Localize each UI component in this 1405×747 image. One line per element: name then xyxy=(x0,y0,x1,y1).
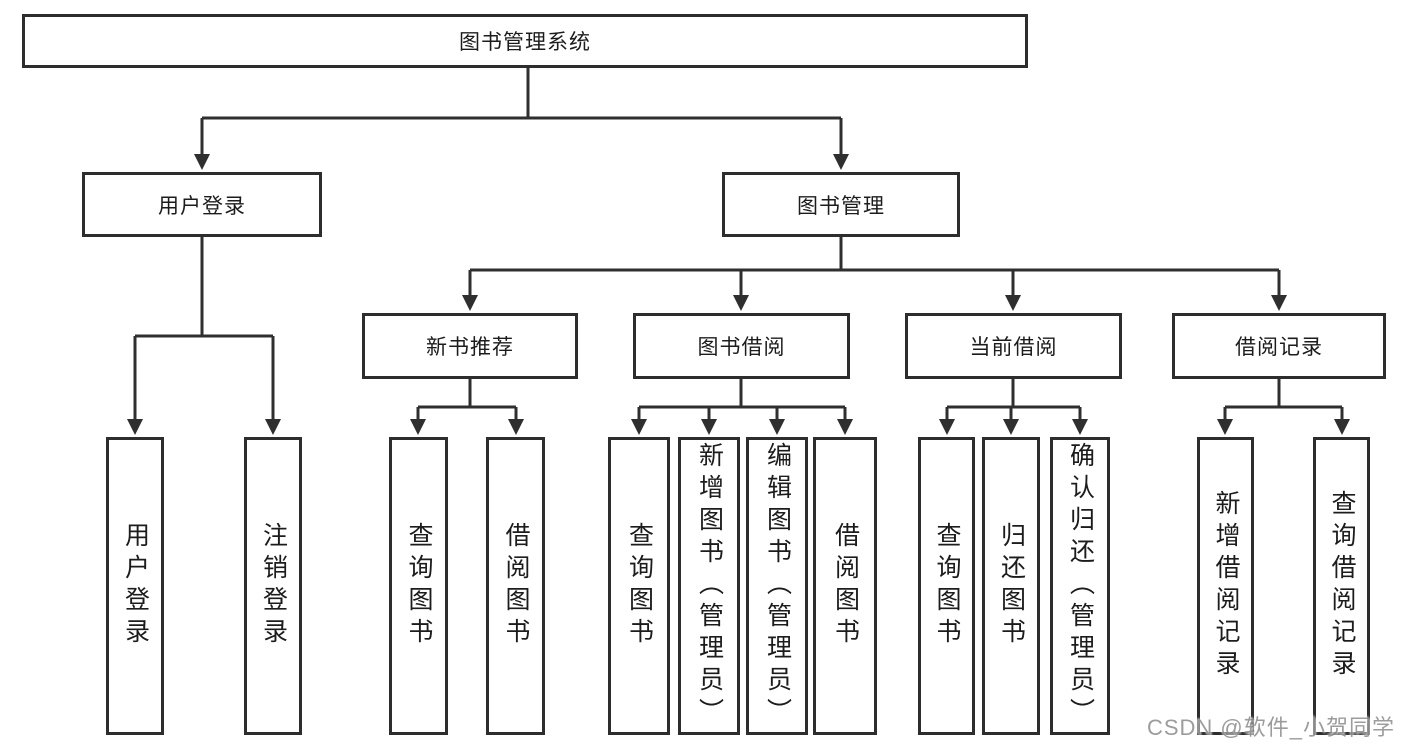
node-label: 查询图书 xyxy=(933,522,961,650)
node-label: 图书借阅 xyxy=(697,336,786,359)
arrow-down-icon xyxy=(701,419,717,435)
node-label: 查询借阅记录 xyxy=(1328,490,1356,682)
node-label: 当前借阅 xyxy=(969,336,1058,359)
connector-book-borrowing-children xyxy=(637,379,847,421)
arrow-down-icon xyxy=(1217,419,1233,435)
node-book-borrowing: 图书借阅 xyxy=(633,313,850,379)
arrow-down-icon xyxy=(837,419,853,435)
leaf-add-book-admin: 新增图书（管理员） xyxy=(678,437,740,735)
node-label: 用户登录 xyxy=(121,522,150,650)
arrow-down-icon xyxy=(1003,419,1019,435)
node-label: 图书管理系统 xyxy=(459,31,591,54)
arrow-down-icon xyxy=(410,419,426,435)
arrow-down-icon xyxy=(1334,419,1350,435)
connector-root-to-level2 xyxy=(200,68,843,156)
node-label: 查询图书 xyxy=(405,522,433,650)
leaf-add-borrowing-record: 新增借阅记录 xyxy=(1197,437,1254,735)
node-label: 借阅图书 xyxy=(831,522,860,650)
connector-user-login-children xyxy=(133,237,275,420)
node-label: 借阅记录 xyxy=(1235,336,1323,359)
leaf-confirm-return-admin: 确认归还（管理员） xyxy=(1050,437,1110,735)
connector-book-management-children xyxy=(468,237,1281,297)
arrow-down-icon xyxy=(462,295,478,311)
node-label: 新增图书（管理员） xyxy=(695,442,724,730)
leaf-query-books-current: 查询图书 xyxy=(918,437,975,735)
arrow-down-icon xyxy=(631,419,647,435)
arrow-down-icon xyxy=(1005,295,1021,311)
arrow-down-icon xyxy=(733,295,749,311)
node-book-management: 图书管理 xyxy=(722,172,960,237)
arrow-down-icon xyxy=(194,154,210,170)
node-label: 查询图书 xyxy=(625,522,654,650)
node-library-management-system: 图书管理系统 xyxy=(22,14,1028,68)
node-label: 图书管理 xyxy=(797,194,885,218)
leaf-user-login: 用户登录 xyxy=(106,437,164,735)
leaf-logout-login: 注销登录 xyxy=(244,437,302,735)
node-label: 新增借阅记录 xyxy=(1212,490,1240,682)
leaf-query-books-borrowing: 查询图书 xyxy=(608,437,670,735)
arrow-down-icon xyxy=(1072,419,1088,435)
arrow-down-icon xyxy=(508,419,524,435)
arrow-down-icon xyxy=(833,154,849,170)
leaf-return-book: 归还图书 xyxy=(982,437,1040,735)
connector-borrowing-records-children xyxy=(1223,379,1344,421)
leaf-query-borrowing-record: 查询借阅记录 xyxy=(1313,437,1370,735)
connector-current-borrowing-children xyxy=(945,379,1082,421)
node-label: 新书推荐 xyxy=(426,336,514,359)
node-label: 确认归还（管理员） xyxy=(1066,442,1095,730)
node-user-login: 用户登录 xyxy=(82,172,322,237)
arrow-down-icon xyxy=(1271,295,1287,311)
leaf-query-books-recommend: 查询图书 xyxy=(389,437,448,735)
node-new-book-recommendation: 新书推荐 xyxy=(362,313,578,379)
node-label: 归还图书 xyxy=(997,522,1026,650)
node-borrowing-records: 借阅记录 xyxy=(1172,313,1386,379)
arrow-down-icon xyxy=(265,419,281,435)
arrow-down-icon xyxy=(769,419,785,435)
arrow-down-icon xyxy=(127,419,143,435)
watermark-text: CSDN @软件_小贺同学 xyxy=(1146,715,1395,740)
node-label: 注销登录 xyxy=(259,522,288,650)
node-label: 借阅图书 xyxy=(502,522,530,650)
leaf-borrow-books-borrowing: 借阅图书 xyxy=(813,437,877,735)
leaf-borrow-books-recommend: 借阅图书 xyxy=(486,437,545,735)
arrow-down-icon xyxy=(939,419,955,435)
connector-new-book-recommend-children xyxy=(416,379,518,421)
node-label: 用户登录 xyxy=(158,194,246,218)
leaf-edit-book-admin: 编辑图书（管理员） xyxy=(746,437,808,735)
node-current-borrowing: 当前借阅 xyxy=(905,313,1122,379)
node-label: 编辑图书（管理员） xyxy=(763,442,792,730)
